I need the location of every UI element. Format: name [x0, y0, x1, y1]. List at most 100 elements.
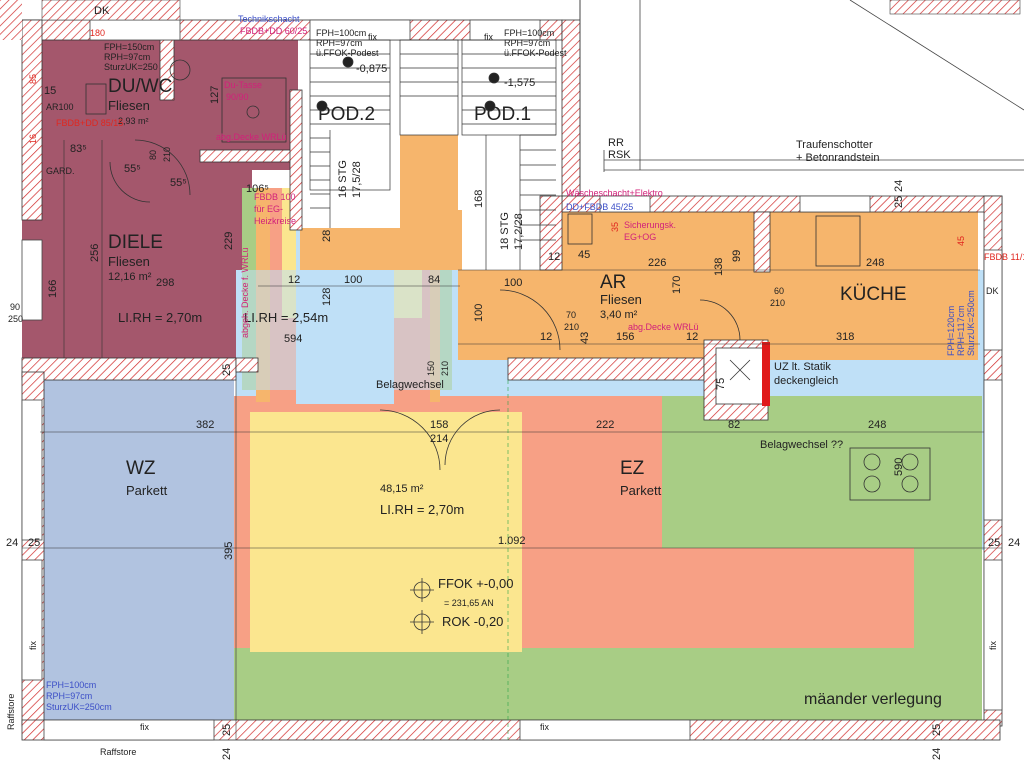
dim-25-b: 25	[988, 537, 1000, 549]
room-floor-wz: Parkett	[126, 483, 168, 498]
label-ffok-an: = 231,65 AN	[444, 598, 494, 608]
dim-158: 158	[430, 419, 448, 431]
label-sicherungskasten: Sicherungsk.	[624, 220, 676, 230]
dim-555-a: 55⁵	[124, 163, 141, 175]
dim-226: 226	[648, 257, 666, 269]
zone-band-lightblue	[236, 270, 466, 390]
dim-99: 99	[731, 250, 743, 262]
zone-stair-white	[302, 40, 562, 135]
dim-594: 594	[284, 333, 302, 345]
room-rh-diele: LI.RH = 2,70m	[118, 310, 202, 325]
label-wz-sturz: SturzUK=250cm	[46, 702, 112, 712]
dim-35: 35	[610, 222, 620, 232]
room-floor-ar: Fliesen	[600, 292, 642, 307]
zone-orange-stair-strip	[300, 228, 460, 270]
outer-wall-top	[0, 0, 22, 40]
dim-25-wz: 25	[221, 364, 233, 376]
room-name-ez: EZ	[620, 458, 645, 479]
dim-28: 28	[321, 230, 333, 242]
dim-24-bottom: 24	[221, 748, 233, 760]
room-floor-ez: Parkett	[620, 483, 662, 498]
dim-128: 128	[321, 288, 333, 306]
dim-555-b: 55⁵	[170, 177, 187, 189]
dim-166: 166	[47, 280, 59, 298]
label-pod-fph: FPH=100cm	[316, 28, 366, 38]
label-fix-top-1: fix	[368, 32, 378, 42]
dim-12-a: 12	[288, 274, 300, 286]
dim-256: 256	[89, 244, 101, 262]
room-floor-duwc: Fliesen	[108, 98, 150, 113]
top-left-box	[41, 0, 181, 21]
dim-43: 43	[579, 332, 591, 344]
dim-170: 170	[671, 276, 683, 294]
dim-210-a: 210	[564, 322, 579, 332]
label-ffok: FFOK +-0,00	[438, 576, 514, 591]
dim-25-bottom: 25	[221, 724, 233, 736]
room-name-ar: AR	[600, 272, 626, 293]
room-name-pod1: POD.1	[474, 104, 531, 125]
label-ga-fph: FPH=150cm	[104, 42, 154, 52]
dim-248-top: 248	[866, 257, 884, 269]
dim-90: 90	[10, 302, 20, 312]
room-rh-main: LI.RH = 2,70m	[380, 502, 464, 517]
label-belagwechsel: Belagwechsel	[376, 379, 444, 391]
dim-590: 590	[893, 458, 905, 476]
room-level-pod2: -0,875	[356, 63, 387, 75]
dim-298: 298	[156, 277, 174, 289]
label-pod1-rph: RPH=97cm	[504, 38, 550, 48]
dim-248-bottom: 248	[868, 419, 886, 431]
dim-1065: 106⁵	[246, 183, 269, 195]
room-floor-diele: Fliesen	[108, 254, 150, 269]
label-stg18: 18 STG	[499, 212, 511, 250]
label-mander: mäander verlegung	[804, 691, 942, 708]
dim-168: 168	[473, 190, 485, 208]
label-fbdb-eg-2: für EG-	[254, 204, 283, 214]
dim-12-c: 12	[686, 331, 698, 343]
label-ar100: AR100	[46, 102, 74, 112]
label-du-tasse: Du-Tasse	[224, 80, 262, 90]
dim-16: 16	[28, 134, 38, 144]
label-waescheschacht: Wäscheschacht+Elektro	[566, 188, 663, 198]
room-area-duwc: 2,93 m²	[118, 116, 149, 126]
label-sicherungskasten-2: EG+OG	[624, 232, 656, 242]
label-traufen-2: + Betonrandstein	[796, 152, 879, 164]
label-abgeh-decke-vertical: abgeh. Decke f. WRLü	[240, 247, 250, 338]
label-fbdb-dd-duwc: FBDB+DD 85/15	[56, 118, 123, 128]
dim-214: 214	[430, 433, 448, 445]
room-name-diele: DIELE	[108, 232, 163, 253]
dim-127: 127	[209, 86, 221, 104]
dim-250: 250	[8, 314, 23, 324]
label-k-fph: FPH=120cm	[946, 306, 956, 356]
room-area-diele: 12,16 m²	[108, 271, 152, 283]
label-k-rph: RPH=117cm	[956, 305, 966, 356]
dim-138: 138	[713, 258, 725, 276]
dim-1092: 1.092	[498, 535, 526, 547]
label-raffstore-vertical: Raffstore	[6, 694, 16, 730]
room-rh-stair: LI.RH = 2,54m	[244, 310, 328, 325]
label-fix-bottom-1: fix	[140, 722, 150, 732]
label-wz-rph: RPH=97cm	[46, 691, 92, 701]
room-name-wz: WZ	[126, 458, 156, 479]
outline-right-d	[849, 0, 1024, 111]
dim-45-a: 45	[578, 249, 590, 261]
label-uz-statik: UZ lt. Statik	[774, 361, 831, 373]
label-technikschacht: Technikschacht	[238, 14, 300, 24]
dim-12-d: 12	[548, 251, 560, 263]
dim-25-top: 25	[893, 196, 905, 208]
label-fix-left: fix	[28, 641, 38, 651]
room-level-pod1: -1,575	[504, 77, 535, 89]
dim-210-d: 210	[162, 147, 172, 162]
stair-treads	[309, 39, 557, 270]
label-pod-ufok: ü.FFOK-Podest	[316, 48, 379, 58]
dim-24-a: 24	[6, 537, 18, 549]
label-k-sturz: SturzUK=250cm	[966, 290, 976, 356]
dim-318: 318	[836, 331, 854, 343]
dim-156: 156	[616, 331, 634, 343]
label-wz-fph: FPH=100cm	[46, 680, 96, 690]
zone-wz-blue-gray	[44, 380, 234, 720]
dim-210-b: 210	[770, 298, 785, 308]
label-rok: ROK -0,20	[442, 614, 503, 629]
door-swings	[109, 139, 741, 471]
label-traufen-1: Traufenschotter	[796, 139, 873, 151]
